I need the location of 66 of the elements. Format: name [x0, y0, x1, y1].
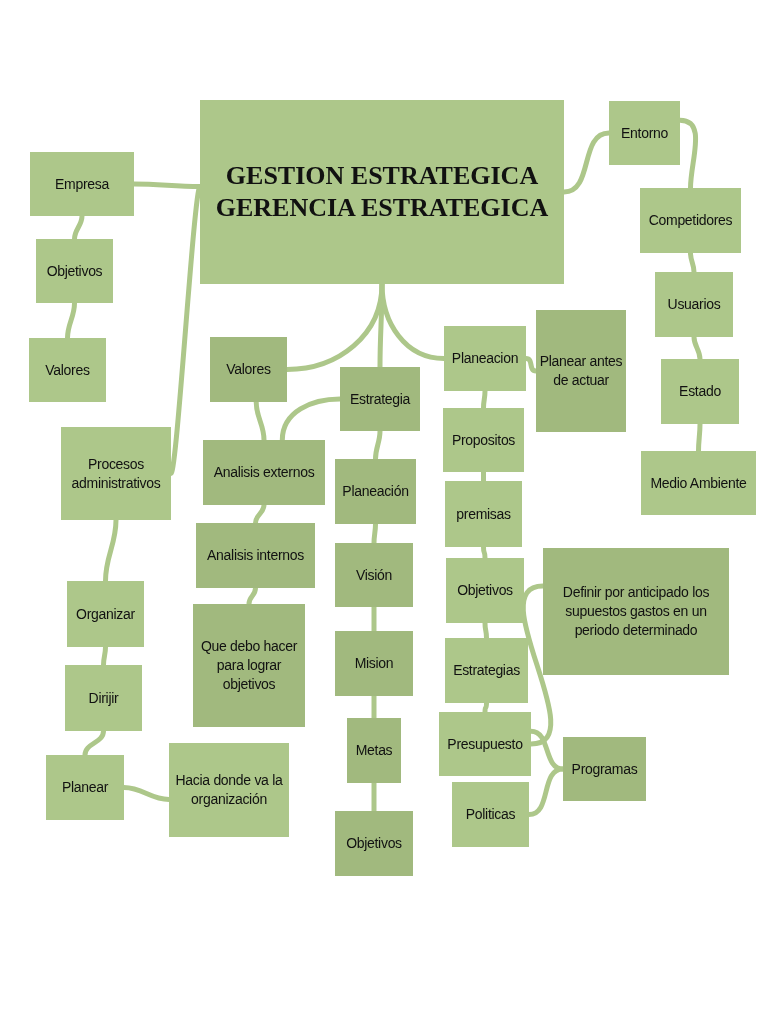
connector-line — [520, 583, 554, 747]
topic-box: Valores — [29, 338, 106, 402]
connector-line — [371, 696, 377, 718]
topic-box: Objetivos — [36, 239, 113, 303]
topic-box: Analisis externos — [203, 440, 325, 505]
topic-box: Empresa — [30, 152, 134, 216]
connector-line — [481, 472, 486, 481]
connector-line — [371, 607, 377, 631]
topic-box: Definir por anticipado los supuestos gastos en un periodo determinado — [543, 548, 729, 675]
connector-line — [253, 504, 267, 524]
topic-box: Organizar — [67, 581, 144, 647]
topic-box: Valores — [210, 337, 287, 402]
connector-line — [279, 396, 341, 441]
topic-box: Procesos administrativos — [61, 427, 171, 520]
topic-box: Entorno — [609, 101, 680, 165]
topic-box: Analisis internos — [196, 523, 315, 588]
connector-line — [482, 702, 489, 713]
connector-line — [525, 356, 537, 374]
connector-line — [101, 646, 108, 666]
topic-box: Programas — [563, 737, 646, 801]
topic-box: Estrategias — [445, 638, 528, 703]
connector-line — [103, 519, 119, 582]
connector-line — [134, 181, 200, 189]
central-topic-box: GESTION ESTRATEGICA GERENCIA ESTRATEGICA — [200, 100, 564, 284]
connector-line — [482, 622, 489, 639]
topic-box: Que debo hacer para lograr objetivos — [193, 604, 305, 727]
connector-line — [696, 423, 703, 452]
topic-box: Planear antes de actuar — [536, 310, 626, 432]
connector-line — [253, 401, 267, 441]
connector-line — [481, 546, 488, 559]
connector-line — [82, 730, 106, 756]
topic-box: Hacia donde va la organización — [169, 743, 289, 837]
topic-box: Competidores — [640, 188, 741, 253]
connector-line — [246, 587, 258, 605]
connector-line — [371, 783, 377, 811]
topic-box: Planeacion — [444, 326, 526, 391]
topic-box: Medio Ambiente — [641, 451, 756, 515]
connector-line — [377, 284, 385, 367]
topic-box: Dirijir — [65, 665, 142, 731]
connector-line — [65, 302, 77, 339]
connector-line — [123, 785, 170, 802]
connector-line — [563, 130, 610, 195]
topic-box: premisas — [445, 481, 522, 547]
topic-box: Visión — [335, 543, 413, 607]
topic-box: Metas — [347, 718, 401, 783]
topic-box: Estrategia — [340, 367, 420, 431]
connector-line — [379, 283, 445, 361]
topic-box: Propositos — [443, 408, 524, 472]
connector-line — [679, 117, 699, 189]
topic-box: Planeación — [335, 459, 416, 524]
topic-box: Presupuesto — [439, 712, 531, 776]
topic-box: Objetivos — [446, 558, 524, 623]
connector-line — [530, 728, 564, 772]
connector-line — [688, 252, 697, 273]
topic-box: Usuarios — [655, 272, 733, 337]
connector-line — [72, 215, 85, 240]
connector-line — [691, 336, 703, 360]
connector-line — [481, 390, 488, 409]
connector-line — [373, 430, 383, 460]
topic-box: Estado — [661, 359, 739, 424]
connector-line — [528, 766, 564, 817]
connector-line — [371, 523, 378, 544]
topic-box: Objetivos — [335, 811, 413, 876]
topic-box: Mision — [335, 631, 413, 696]
topic-box: Planear — [46, 755, 124, 820]
topic-box: Politicas — [452, 782, 529, 847]
